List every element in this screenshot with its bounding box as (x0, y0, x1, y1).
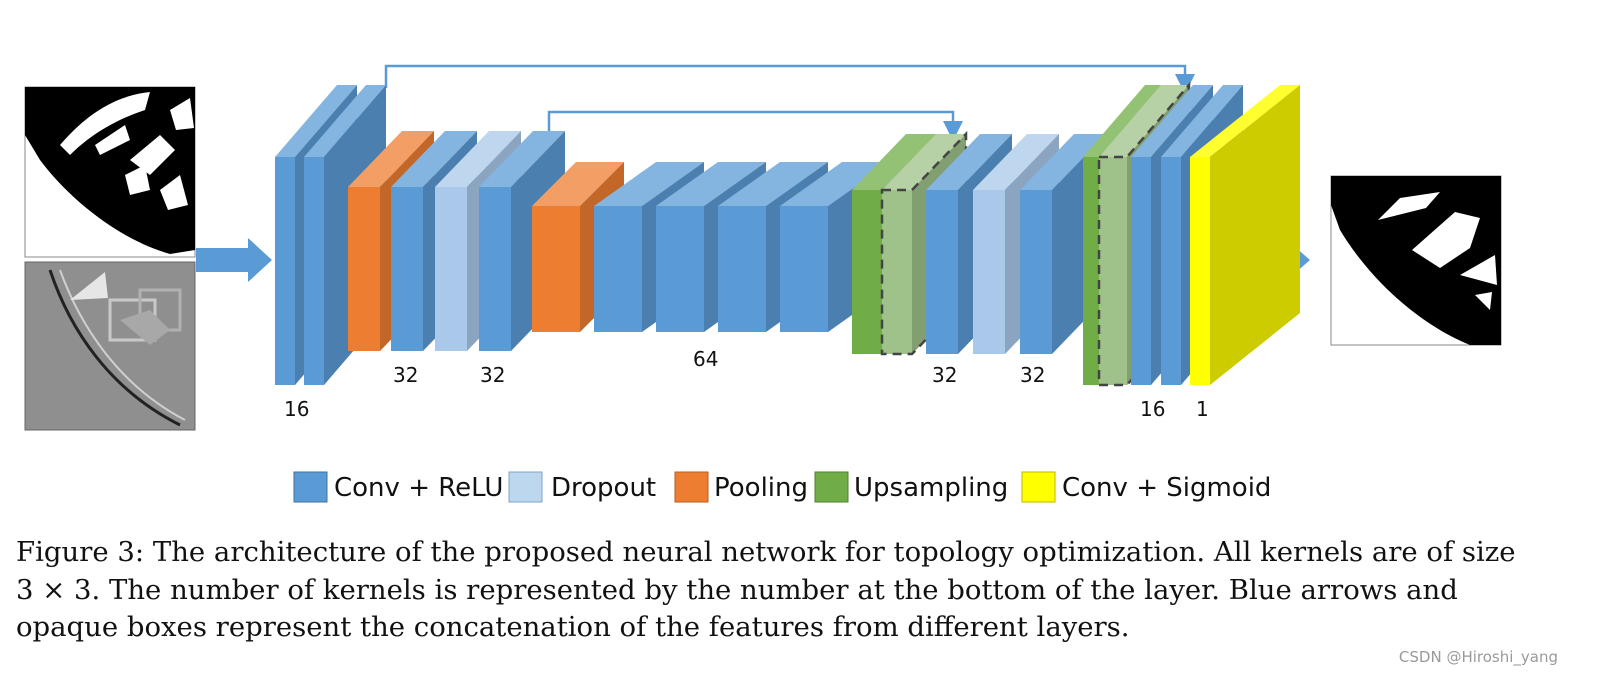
layer-blocks (275, 81, 1300, 387)
legend-swatch-pooling (674, 471, 709, 503)
label-32-decoder-b: 32 (1020, 363, 1045, 387)
legend-item-conv-relu: Conv + ReLU (293, 471, 503, 503)
legend-item-conv-sigmoid: Conv + Sigmoid (1021, 471, 1271, 503)
legend-label-dropout: Dropout (551, 473, 656, 503)
legend-swatch-conv-relu (293, 471, 328, 503)
label-32-decoder-a: 32 (932, 363, 957, 387)
legend-label-upsampling: Upsampling (854, 473, 1008, 503)
label-32-encoder-b: 32 (480, 363, 505, 387)
legend-item-dropout: Dropout (508, 471, 656, 503)
legend-swatch-conv-sigmoid (1021, 471, 1056, 503)
input-density-image (24, 86, 196, 258)
legend-item-pooling: Pooling (674, 471, 808, 503)
label-16-encoder: 16 (284, 397, 309, 421)
watermark: CSDN @Hiroshi_yang (1398, 648, 1558, 666)
input-arrow (196, 238, 272, 282)
figure-caption: Figure 3: The architecture of the propos… (16, 534, 1516, 647)
input-gradient-image (24, 261, 196, 431)
label-16-decoder: 16 (1140, 397, 1165, 421)
legend: Conv + ReLU Dropout Pooling Upsampling C… (293, 471, 1271, 503)
label-64-bottleneck: 64 (693, 347, 718, 371)
legend-label-pooling: Pooling (714, 473, 808, 503)
layer-sigmoid-out (1190, 85, 1300, 385)
skip-connection-inner (547, 110, 963, 141)
label-32-encoder-a: 32 (393, 363, 418, 387)
legend-item-upsampling: Upsampling (814, 471, 1008, 503)
output-image (1330, 175, 1502, 346)
legend-swatch-dropout (508, 471, 543, 503)
label-1-output: 1 (1196, 397, 1209, 421)
legend-swatch-upsampling (814, 471, 849, 503)
layer-count-labels: 16 32 32 64 32 32 16 1 (284, 347, 1209, 421)
legend-label-conv-sigmoid: Conv + Sigmoid (1062, 473, 1271, 503)
caption-line-1: Figure 3: The architecture of the propos… (16, 536, 1516, 568)
skip-connection-outer (384, 64, 1195, 94)
caption-line-3: opaque boxes represent the concatenation… (16, 611, 1130, 643)
legend-label-conv-relu: Conv + ReLU (334, 473, 503, 503)
caption-line-2: 3 × 3. The number of kernels is represen… (16, 573, 1458, 606)
